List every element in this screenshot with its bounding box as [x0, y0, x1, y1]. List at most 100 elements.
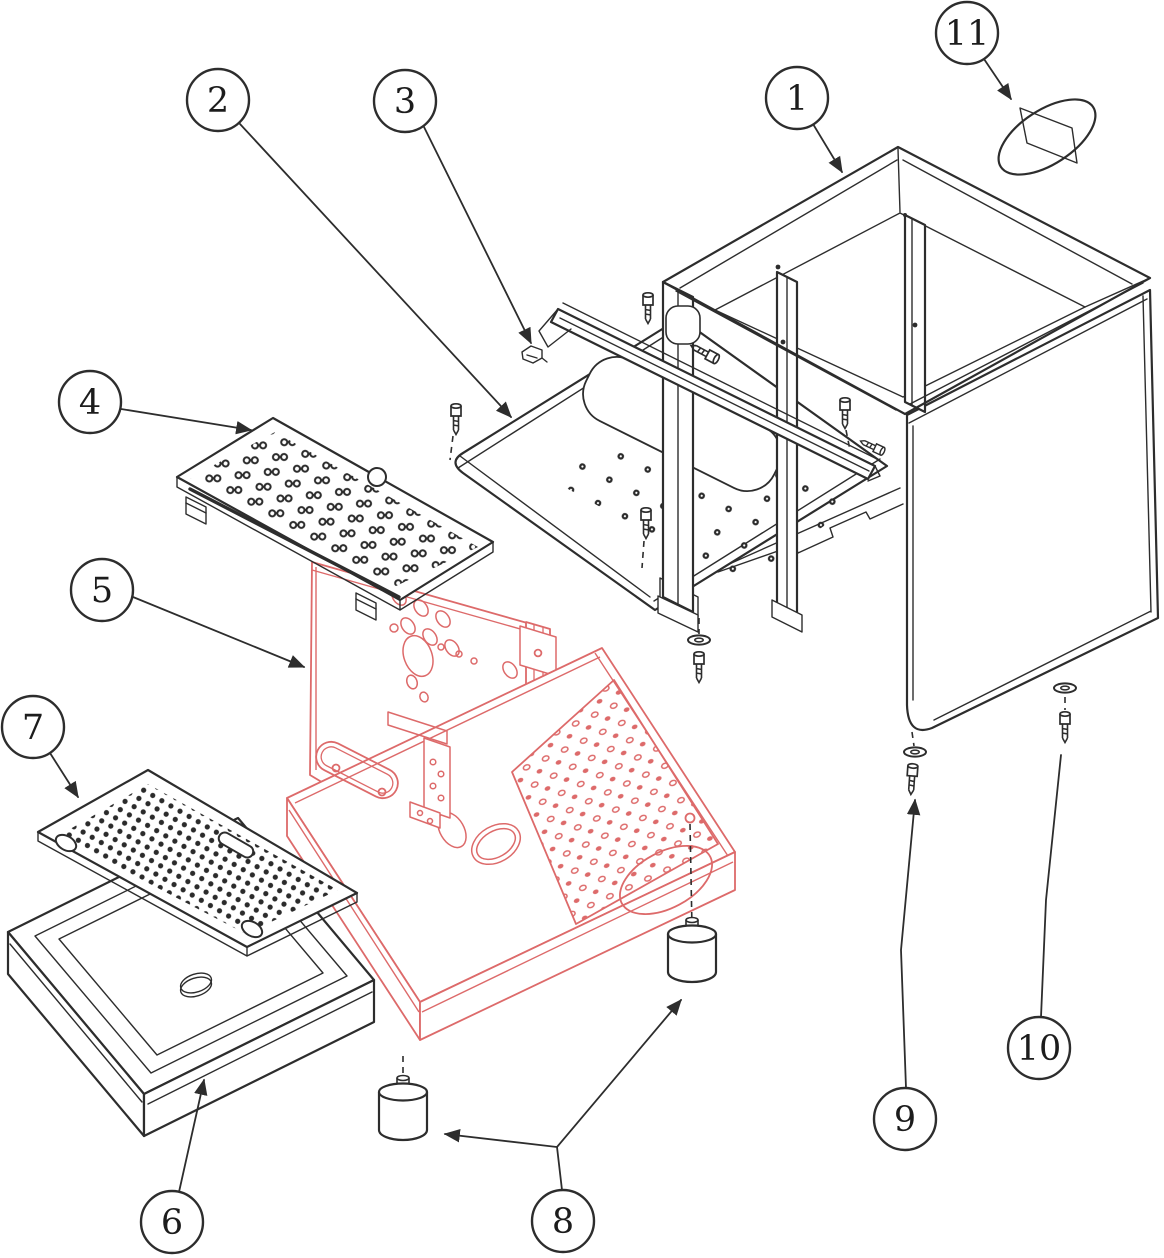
- retaining-clip: [521, 345, 543, 364]
- inner-chassis-highlighted: [286, 561, 736, 1041]
- leader-8b: [556, 998, 682, 1148]
- washer-icon: [1053, 682, 1077, 694]
- front-post: [903, 213, 927, 414]
- leader-6: [178, 1078, 208, 1193]
- assembly-dash: [449, 435, 454, 461]
- leader-1: [812, 123, 843, 174]
- housing-side-panel: [905, 288, 1160, 732]
- callout-6-label: 6: [161, 1203, 183, 1243]
- screw-icon: [1059, 710, 1071, 744]
- foot-hole: [684, 812, 696, 824]
- callout-2-label: 2: [207, 81, 229, 121]
- grate-thickness: [176, 476, 494, 611]
- assembly-dash: [845, 429, 851, 451]
- callout-balloons: 1 2 3 4 5 6 7 8 9 10 11: [0, 0, 1072, 1255]
- callout-3: 3: [372, 68, 438, 134]
- callout-4-label: 4: [79, 383, 101, 423]
- screw-icon: [642, 291, 654, 325]
- top-frame-outer: [661, 145, 1152, 416]
- grate-perforations: [58, 784, 338, 934]
- base-perforations: [511, 679, 719, 925]
- callout-2: 2: [185, 67, 251, 133]
- leader-10: [1040, 754, 1062, 1018]
- grate-foot-line: [185, 502, 207, 514]
- side-panel-hems: [908, 295, 1152, 721]
- leader-4: [120, 408, 253, 435]
- side-screws: [903, 682, 1077, 796]
- lip-accents: [288, 809, 734, 1013]
- screw-icon: [839, 396, 851, 430]
- leader-5: [132, 596, 306, 668]
- callout-5: 5: [69, 557, 135, 623]
- grate-thickness: [37, 831, 358, 957]
- post-bracket: [665, 305, 701, 345]
- panel-mid-bracket: [387, 711, 451, 829]
- grate-foot-line: [355, 598, 377, 610]
- base-oval-cutout: [619, 845, 713, 915]
- callout-9: 9: [872, 1086, 938, 1152]
- foot-right-icon: [666, 916, 718, 984]
- screw-icon: [905, 762, 919, 796]
- foot-left-icon: [377, 1074, 429, 1142]
- grate-foot: [185, 496, 207, 525]
- washer-icon: [903, 746, 927, 758]
- callout-11-label: 11: [945, 14, 990, 54]
- strut-hole: [533, 648, 543, 658]
- cup-warmer-grate: [175, 416, 495, 621]
- callout-9-label: 9: [894, 1100, 916, 1140]
- callout-8-label: 8: [552, 1202, 574, 1242]
- drain-hole-depth: [179, 976, 213, 998]
- leader-7: [49, 752, 79, 799]
- cross-bar-accents: [559, 302, 881, 482]
- housing-top-inner-rim: [714, 212, 1086, 398]
- callout-7: 7: [0, 694, 66, 760]
- tray-cross-bar: [449, 291, 887, 569]
- leader-9: [900, 798, 921, 1089]
- top-frame-accents: [675, 159, 1144, 411]
- callout-1: 1: [764, 65, 830, 131]
- grate-foot: [355, 592, 377, 621]
- leader-8a: [443, 1129, 563, 1191]
- grate-hole: [240, 919, 264, 939]
- wall-accents: [9, 943, 373, 1105]
- warmer-grate-slots: [190, 432, 478, 586]
- leader-lines: [49, 58, 1062, 1193]
- middle-post-foot: [771, 599, 803, 633]
- callout-10-label: 10: [1017, 1029, 1062, 1069]
- callout-5-label: 5: [91, 571, 113, 611]
- assembly-dash: [641, 540, 645, 569]
- left-post-foot: [657, 595, 699, 633]
- callout-10: 10: [1006, 1015, 1072, 1081]
- callout-6: 6: [139, 1189, 205, 1255]
- cross-bar-bracket: [538, 308, 572, 348]
- drip-tray-grate: [36, 768, 359, 957]
- logo-badge: [997, 98, 1097, 176]
- callout-1-label: 1: [786, 79, 808, 119]
- leader-11: [983, 58, 1012, 101]
- badge-plate: [1019, 107, 1078, 164]
- badge-oval: [997, 98, 1097, 176]
- post-hole: [912, 322, 918, 328]
- callout-3-label: 3: [394, 82, 416, 122]
- assembly-dash: [911, 731, 915, 747]
- post-hole: [780, 339, 786, 345]
- washer-icon: [687, 634, 711, 646]
- callout-8: 8: [530, 1188, 596, 1254]
- leader-2: [239, 123, 512, 418]
- grate-rim: [188, 487, 401, 599]
- feet: [377, 823, 718, 1142]
- callout-4: 4: [57, 369, 123, 435]
- callout-7-label: 7: [22, 708, 44, 748]
- screw-icon: [693, 650, 705, 684]
- callout-11: 11: [934, 0, 1000, 66]
- frame-hole: [775, 264, 781, 270]
- clip-detail: [526, 354, 548, 363]
- panel-obround: [315, 740, 399, 800]
- panel-accents: [311, 567, 546, 770]
- leader-3: [423, 126, 532, 345]
- screw-icon: [450, 402, 462, 436]
- grate-hole: [54, 833, 78, 853]
- grate-notch: [367, 467, 387, 487]
